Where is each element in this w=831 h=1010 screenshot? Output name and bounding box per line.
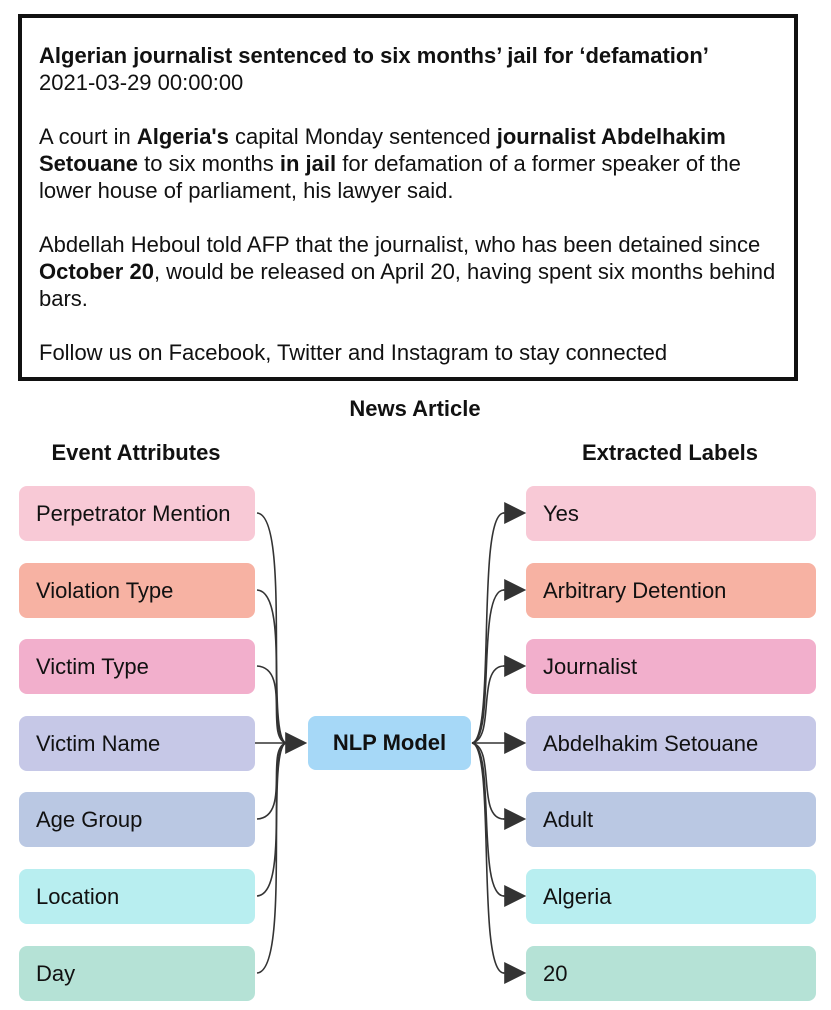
article-headline: Algerian journalist sentenced to six mon… bbox=[39, 43, 709, 68]
event-attribute-box: Age Group bbox=[19, 792, 255, 847]
connector-curve bbox=[256, 742, 287, 974]
connector-curve bbox=[256, 589, 287, 744]
extracted-label-box: Adult bbox=[526, 792, 816, 847]
connector-curve bbox=[471, 742, 505, 974]
extracted-label-box: Journalist bbox=[526, 639, 816, 694]
event-attribute-box: Victim Type bbox=[19, 639, 255, 694]
connector-curve bbox=[256, 665, 287, 744]
highlight-location: Algeria's bbox=[136, 124, 229, 149]
event-attribute-box: Day bbox=[19, 946, 255, 1001]
extracted-label-box: Yes bbox=[526, 486, 816, 541]
connector-curve bbox=[256, 742, 287, 820]
text-span: Abdellah Heboul told AFP that the journa… bbox=[39, 232, 761, 257]
extracted-label-box: 20 bbox=[526, 946, 816, 1001]
event-attributes-heading: Event Attributes bbox=[51, 440, 221, 465]
article-date: 2021-03-29 00:00:00 bbox=[39, 70, 244, 95]
connector-curve bbox=[471, 742, 505, 820]
text-span: for defamation of a former speaker of th… bbox=[39, 151, 741, 203]
text-span: capital Monday sentenced bbox=[228, 124, 497, 149]
news-article-box: Algerian journalist sentenced to six mon… bbox=[18, 14, 798, 381]
connector-curve bbox=[471, 589, 505, 744]
text-span: A court in bbox=[39, 124, 137, 149]
article-paragraph-1: A court in Algeria's capital Monday sent… bbox=[39, 123, 776, 204]
nlp-model-box: NLP Model bbox=[308, 716, 471, 770]
connector-curve bbox=[471, 512, 505, 744]
text-span: to six months bbox=[138, 151, 280, 176]
highlight-date: October 20 bbox=[39, 259, 154, 284]
extracted-label-box: Arbitrary Detention bbox=[526, 563, 816, 618]
event-attribute-box: Violation Type bbox=[19, 563, 255, 618]
event-attribute-box: Location bbox=[19, 869, 255, 924]
article-paragraph-3: Follow us on Facebook, Twitter and Insta… bbox=[39, 340, 668, 365]
article-paragraph-2: Abdellah Heboul told AFP that the journa… bbox=[39, 231, 776, 312]
connector-curve bbox=[471, 665, 505, 744]
connector-curve bbox=[471, 742, 505, 897]
connector-curve bbox=[256, 512, 287, 744]
event-attribute-box: Victim Name bbox=[19, 716, 255, 771]
highlight-victim: journalist Abdelhakim Setouane bbox=[39, 124, 726, 176]
extracted-label-box: Abdelhakim Setouane bbox=[526, 716, 816, 771]
text-span: , would be released on April 20, having … bbox=[39, 259, 776, 311]
news-article-caption: News Article bbox=[349, 396, 481, 421]
extracted-label-box: Algeria bbox=[526, 869, 816, 924]
highlight-violation: in jail bbox=[279, 151, 337, 176]
event-attribute-box: Perpetrator Mention bbox=[19, 486, 255, 541]
connector-curve bbox=[256, 742, 287, 897]
extracted-labels-heading: Extracted Labels bbox=[581, 440, 759, 465]
